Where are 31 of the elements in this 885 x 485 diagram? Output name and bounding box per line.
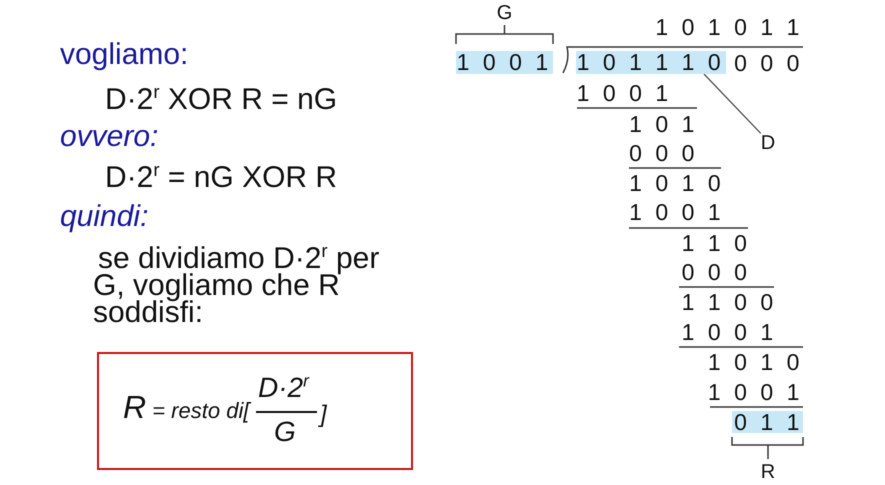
- bracket-label: G: [496, 1, 512, 25]
- formula-box: [97, 352, 413, 470]
- section-label: quindi:: [60, 199, 148, 234]
- bit-string: 1 0 1 0: [629, 170, 721, 196]
- bit-string: 0 1 1: [734, 411, 800, 433]
- formula-text: ]: [320, 400, 327, 430]
- leader-label: D: [760, 131, 776, 155]
- bit-string: 1 0 1 0 1 1: [655, 14, 800, 40]
- bit-string: 1 0 0 1: [576, 80, 668, 106]
- bit-string: 1 0 1 1 1 0: [576, 51, 721, 74]
- section-label: ovvero:: [60, 119, 158, 154]
- leader-line: [703, 74, 762, 134]
- bit-string: 0 0 0: [734, 50, 800, 76]
- bit-string: 1 0 1 0: [708, 349, 800, 376]
- bit-string: 1 0 0 1: [456, 51, 548, 74]
- bit-string: 1 0 0 1: [708, 379, 800, 406]
- bit-string: 1 1 0 0: [682, 289, 774, 316]
- bit-string: 0 0 0: [682, 259, 747, 286]
- equation-text: D·2$^{r}$ = nG XOR R: [105, 160, 338, 196]
- section-label: vogliamo:: [60, 37, 188, 72]
- bit-string: 1 0 0 1: [682, 319, 774, 346]
- formula-text: R = resto di[: [123, 391, 250, 428]
- fraction-denominator: G: [274, 415, 296, 450]
- bit-string: 0 0 0: [629, 140, 694, 166]
- bracket-label: R: [760, 460, 776, 484]
- paragraph-text: se dividiamo D·2$^{r}$ per G, vogliamo che R soddisfi:: [93, 245, 380, 326]
- bit-string: 1 0 1: [629, 111, 694, 138]
- bit-string: 1 0 0 1: [629, 199, 721, 226]
- bit-string: 1 1 0: [682, 230, 747, 256]
- equation-text: D·2$^{r}$ XOR R = nG: [105, 82, 338, 118]
- fraction-numerator: D·2$^{r}$: [258, 371, 309, 406]
